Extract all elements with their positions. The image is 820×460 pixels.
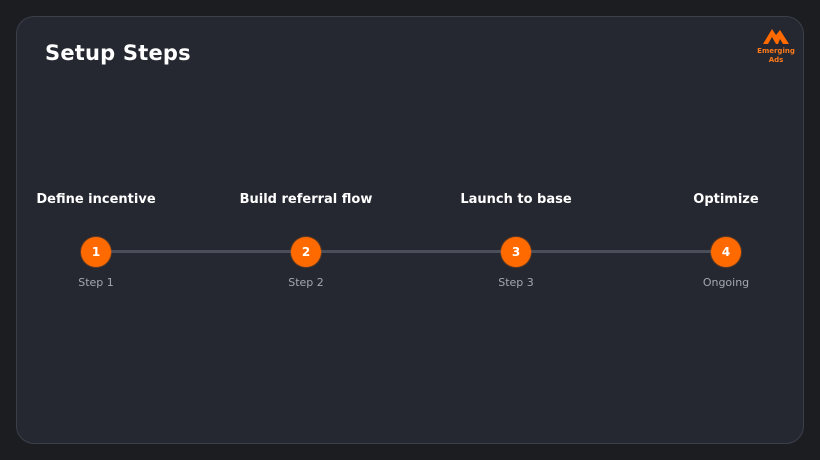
- step-label: Define incentive: [36, 192, 156, 207]
- setup-steps-card: Setup Steps Emerging Ads Define incentiv…: [16, 16, 804, 444]
- mountain-logo-icon: [763, 29, 789, 44]
- step-caption: Step 1: [78, 276, 114, 289]
- step-optimize: Optimize 4 Ongoing: [641, 187, 811, 297]
- step-number-badge: 4: [711, 237, 741, 267]
- brand-line-2: Ads: [768, 56, 784, 64]
- brand-line-1: Emerging: [757, 47, 795, 55]
- brand-logo: Emerging Ads: [753, 25, 799, 69]
- step-number-badge: 3: [501, 237, 531, 267]
- step-caption: Step 2: [288, 276, 324, 289]
- brand-name: Emerging Ads: [753, 47, 799, 65]
- step-number-badge: 2: [291, 237, 321, 267]
- step-define-incentive: Define incentive 1 Step 1: [11, 187, 181, 297]
- step-build-referral-flow: Build referral flow 2 Step 2: [221, 187, 391, 297]
- step-caption: Ongoing: [702, 276, 750, 289]
- step-number-badge: 1: [81, 237, 111, 267]
- timeline-connector: [95, 250, 725, 253]
- step-label: Optimize: [693, 192, 759, 207]
- page-title: Setup Steps: [45, 41, 191, 65]
- step-launch-to-base: Launch to base 3 Step 3: [431, 187, 601, 297]
- step-caption: Step 3: [498, 276, 534, 289]
- step-label: Build referral flow: [239, 192, 373, 207]
- step-label: Launch to base: [460, 192, 572, 207]
